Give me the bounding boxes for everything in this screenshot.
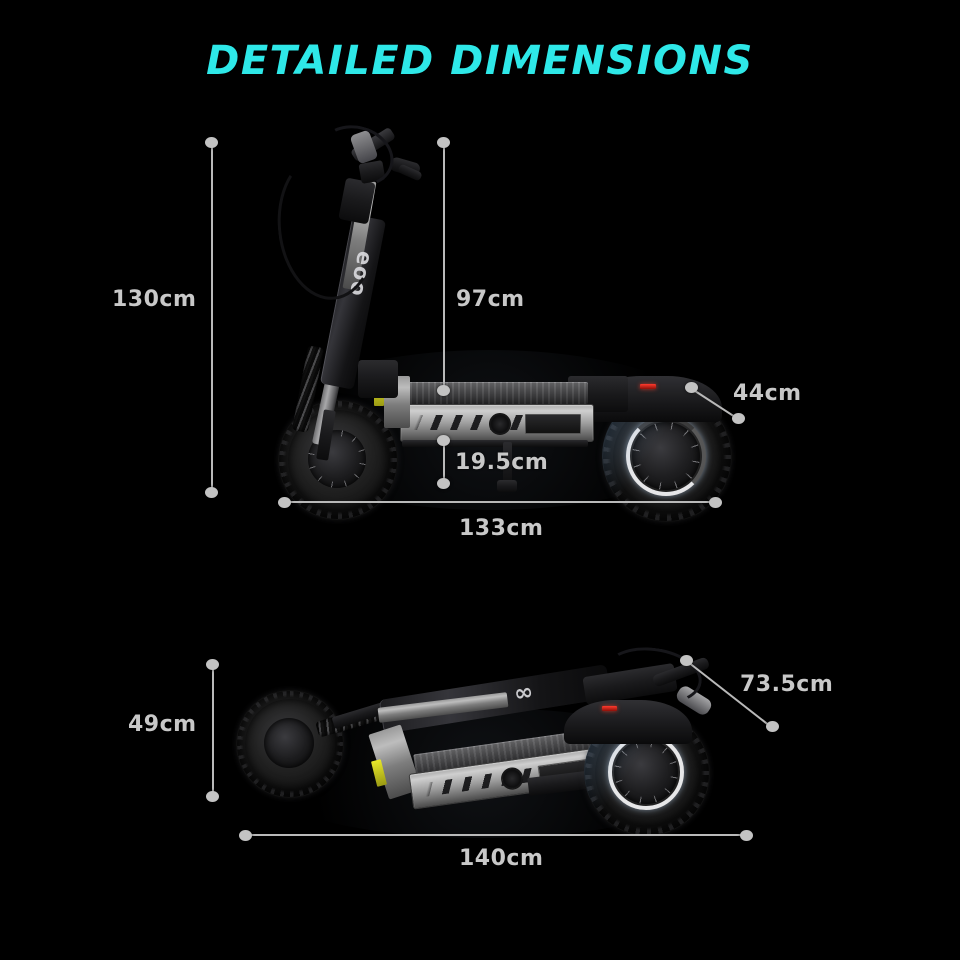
tail-light: [640, 384, 656, 389]
dimension-endpoint-140cm-left: [239, 830, 252, 841]
folded-tail-light: [602, 706, 617, 711]
kickstand: [503, 442, 512, 490]
dimension-endpoint-44cm-lower: [732, 413, 745, 424]
folded-rear-hub-bolts: [614, 740, 678, 804]
dimension-endpoint-49cm-top: [206, 659, 219, 670]
dimension-endpoint-73-5cm-lower: [766, 721, 779, 732]
dimension-label-73-5cm: 73.5cm: [740, 672, 834, 697]
dimension-endpoint-19-5cm-top: [437, 435, 450, 446]
battery-center-emblem: [489, 412, 512, 435]
front-deck-cover: [358, 360, 398, 398]
deck-underside: [402, 440, 588, 447]
dimension-endpoint-130cm-bottom: [205, 487, 218, 498]
dimension-line-49cm: [212, 664, 214, 796]
page-title: DETAILED DIMENSIONS: [206, 38, 754, 84]
dimension-endpoint-97cm-top: [437, 137, 450, 148]
dimension-label-97cm: 97cm: [456, 287, 525, 312]
rear-hub-bolts: [632, 422, 700, 490]
dimension-label-130cm: 130cm: [112, 287, 197, 312]
kickstand-foot: [497, 480, 517, 492]
dimension-endpoint-140cm-right: [740, 830, 753, 841]
dimension-label-133cm: 133cm: [459, 516, 544, 541]
dimension-endpoint-97cm-bottom: [437, 385, 450, 396]
dimension-endpoint-44cm-upper: [685, 382, 698, 393]
dimension-endpoint-73-5cm-upper: [680, 655, 693, 666]
dimension-label-140cm: 140cm: [459, 846, 544, 871]
dimension-endpoint-130cm-top: [205, 137, 218, 148]
dimension-line-130cm: [211, 143, 213, 492]
dimension-line-140cm: [246, 834, 746, 836]
folded-rear-fender: [564, 700, 692, 744]
dimension-line-19-5cm: [443, 440, 445, 483]
folded-front-hub: [264, 718, 314, 768]
dimension-label-19-5cm: 19.5cm: [455, 450, 549, 475]
unfolded-scooter-illustration: eoo: [250, 116, 732, 522]
deck-platform: [398, 382, 588, 404]
dimension-label-44cm: 44cm: [733, 381, 802, 406]
dimension-label-49cm: 49cm: [128, 712, 197, 737]
dimension-line-97cm: [443, 143, 445, 390]
folded-stem-brand-logo: ∞: [512, 678, 537, 708]
battery-spec-label: [525, 414, 582, 435]
dimension-endpoint-133cm-left: [278, 497, 291, 508]
folded-scooter-illustration: ∞: [228, 641, 728, 838]
dimension-line-133cm: [285, 501, 715, 503]
dimension-endpoint-49cm-bottom: [206, 791, 219, 802]
dimension-endpoint-19-5cm-bottom: [437, 478, 450, 489]
battery-compartment: [400, 404, 594, 442]
dimension-endpoint-133cm-right: [709, 497, 722, 508]
